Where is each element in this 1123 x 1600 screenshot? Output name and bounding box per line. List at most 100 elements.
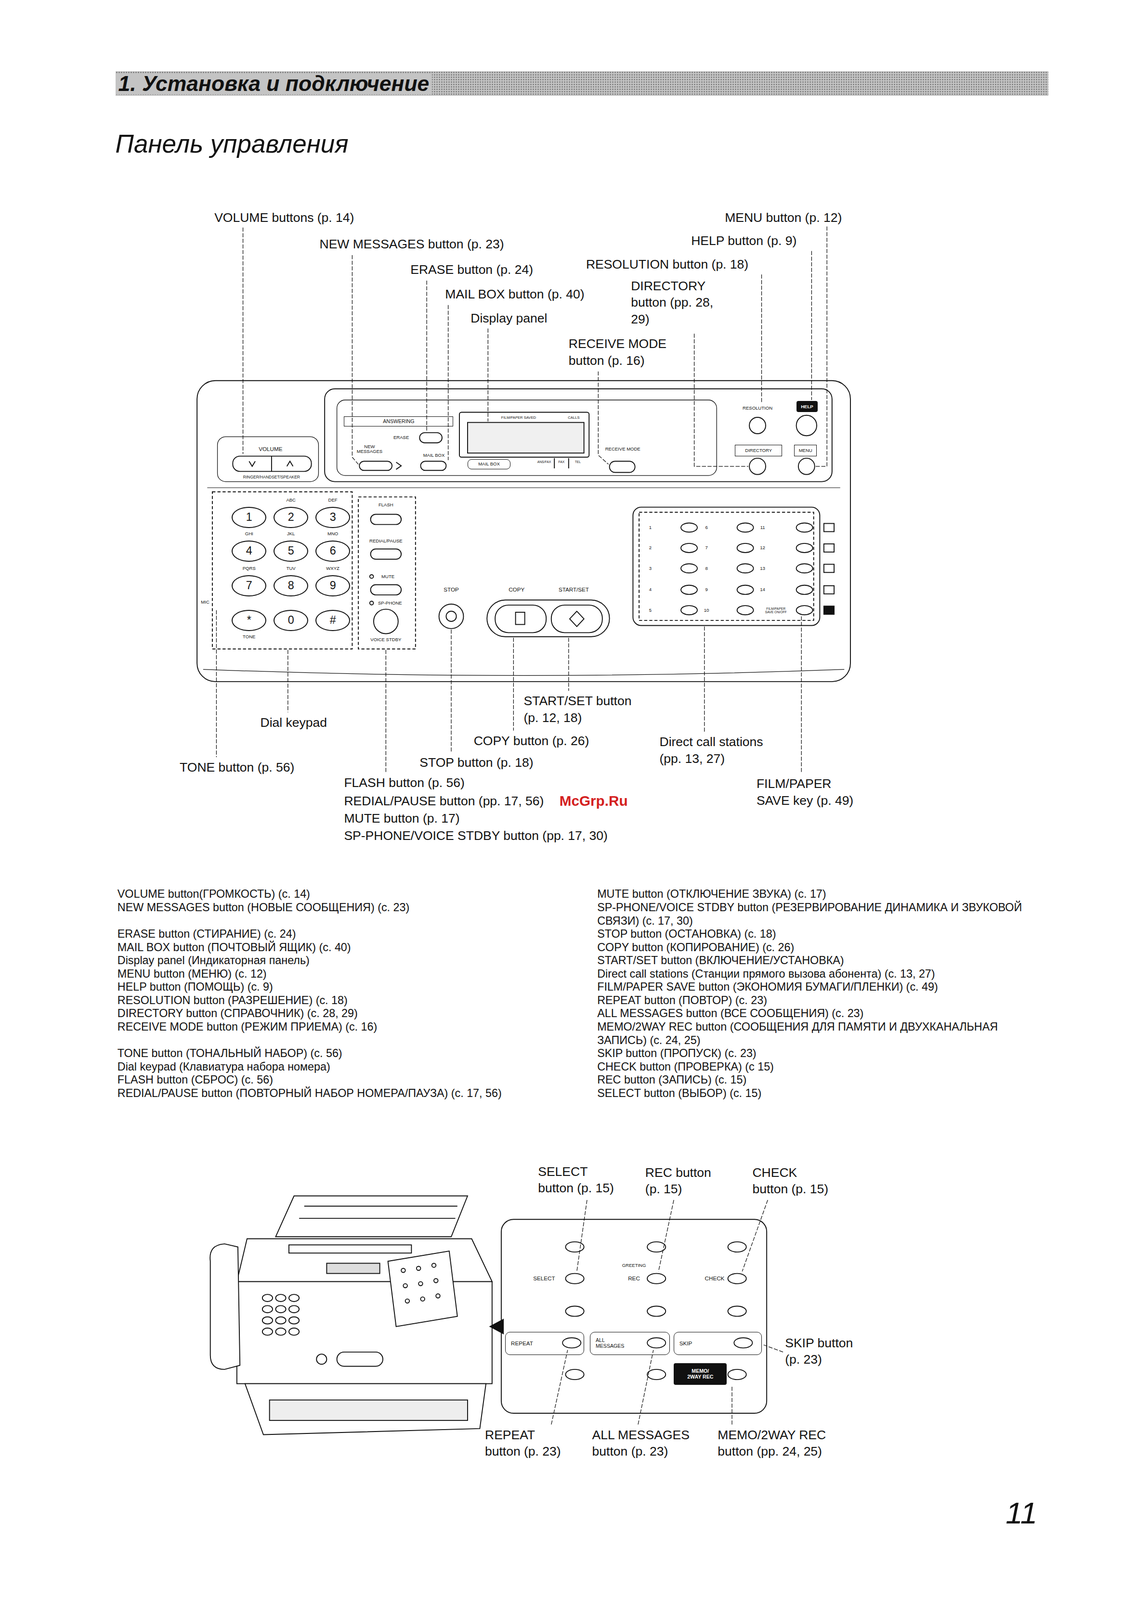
panel-buttons [796,585,813,595]
leader-line [801,616,802,774]
panel-buttons [680,563,698,574]
node-text: 2 [287,511,295,524]
fax-machine-illustration [288,1328,300,1336]
panel-buttons [680,522,698,533]
fax-machine-illustration [299,1218,456,1220]
fax-machine-illustration [435,1294,440,1299]
keypad-key: 2 [273,507,309,529]
control-panel-outline [337,400,718,476]
panel-marking: MIC [200,600,209,606]
callout-label: SP-PHONE/VOICE STDBY button (pp. 17, 30) [343,827,608,845]
station-number: 13 [759,566,766,572]
leader-line [761,274,762,403]
translation-entry: TONE button (ТОНАЛЬНЫЙ НАБОР) (с. 56) [117,1047,567,1061]
leader-line [731,1386,732,1426]
callout-label: RESOLUTION button (p. 18) [586,256,749,273]
fax-machine-illustration [245,1384,486,1436]
translation-entry: STOP button (ОСТАНОВКА) (с. 18) [597,927,1047,942]
panel-buttons [459,412,589,458]
leader-line [447,305,449,461]
panel-buttons [796,563,813,574]
node-text: ANSWERING [382,418,415,425]
panel-marking: FLASH [378,502,394,509]
callout-label: REDIAL/PAUSE button (pp. 17, 56) [343,793,544,810]
panel-marking: START/SET [558,587,589,594]
panel-marking: CHECK [705,1276,725,1283]
panel-buttons [370,585,402,596]
station-number: 5 [649,608,652,614]
panel-buttons [419,432,443,444]
panel-buttons [632,507,820,627]
panel-buttons [271,456,273,472]
panel-marking: TONE [242,634,256,640]
panel-buttons [515,612,525,625]
fax-machine-illustration [316,1354,327,1365]
translation-entry: SP-PHONE/VOICE STDBY button (РЕЗЕРВИРОВА… [597,901,1047,928]
panel-buttons [553,458,555,469]
node-text: HELP [800,404,813,410]
node-text: # [329,614,337,627]
keypad-key: 0 [273,610,309,632]
callout-label: ALL MESSAGES button (p. 23) [592,1427,705,1461]
inset-panel [565,1306,584,1317]
fax-machine-illustration [275,1328,286,1336]
translation-entry: FILM/PAPER SAVE button (ЭКОНОМИЯ БУМАГИ/… [597,980,1047,995]
panel-buttons [396,462,402,470]
translation-entry: MENU button (МЕНЮ) (с. 12) [117,967,567,982]
fax-machine-illustration [431,1263,436,1268]
callout-label: START/SET button (p. 12, 18) [523,692,647,727]
inset-panel [728,1306,747,1317]
panel-buttons [680,605,698,615]
translation-entry: RESOLUTION button (РАЗРЕШЕНИЕ) (с. 18) [117,994,567,1008]
translation-entry: SKIP button (ПРОПУСК) (с. 23) [597,1047,1047,1061]
callout-label: DIRECTORY button (pp. 28, 29) [630,277,723,328]
fax-machine-illustration [326,1263,380,1274]
panel-marking: RESOLUTION [742,405,773,412]
keypad-letters: JKL [287,531,295,537]
fax-machine-illustration [209,1244,240,1371]
callout-label: MENU button (p. 12) [724,209,842,226]
fax-machine-illustration [433,1279,438,1283]
inset-panel [647,1306,666,1317]
panel-buttons [212,492,353,650]
panel-buttons [232,456,312,472]
translation-entry: REC button (ЗАПИСЬ) (с. 15) [597,1073,1047,1088]
callout-label: Display panel [470,310,548,327]
panel-marking: ERASE [393,435,409,441]
control-panel-outline [217,436,319,482]
inset-panel [733,1338,753,1349]
inset-panel [565,1274,584,1285]
station-number: 10 [704,608,710,614]
panel-buttons [569,611,585,627]
node-text: MAIL BOX [478,461,500,468]
inset-panel [565,1370,584,1381]
panel-marking: FAX [558,460,565,465]
node-text: * [247,614,252,627]
panel-marking: RINGER/HANDSET/SPEAKER [243,475,301,480]
panel-marking: REC [627,1276,640,1283]
leader-line [704,626,705,732]
panel-buttons [796,605,813,615]
translation-entry: ERASE button (СТИРАНИЕ) (с. 24) [117,927,567,942]
control-panel-outline [324,389,833,483]
station-number: 4 [649,587,652,593]
inset-panel [728,1242,747,1253]
callout-label: TONE button (p. 56) [179,759,295,776]
node-text: 6 [329,545,337,558]
station-number: 12 [759,545,766,551]
fax-machine-illustration [262,1294,273,1303]
panel-buttons [439,604,464,629]
leader-line [487,328,489,422]
inset-panel [501,1219,767,1414]
panel-buttons [823,544,835,553]
station-number: 14 [759,587,766,593]
panel-buttons [369,574,374,579]
panel-buttons [212,412,835,650]
panel-buttons [737,563,754,574]
callout-label: REPEAT button (p. 23) [484,1427,567,1461]
section-header-band: 1. Установка и подключение [115,71,1049,96]
panel-marking: SP-PHONE [378,600,403,607]
fax-machine-illustration [405,1299,410,1304]
callout-label: FLASH button (p. 56) [343,774,465,792]
control-panel-outline [196,380,851,682]
